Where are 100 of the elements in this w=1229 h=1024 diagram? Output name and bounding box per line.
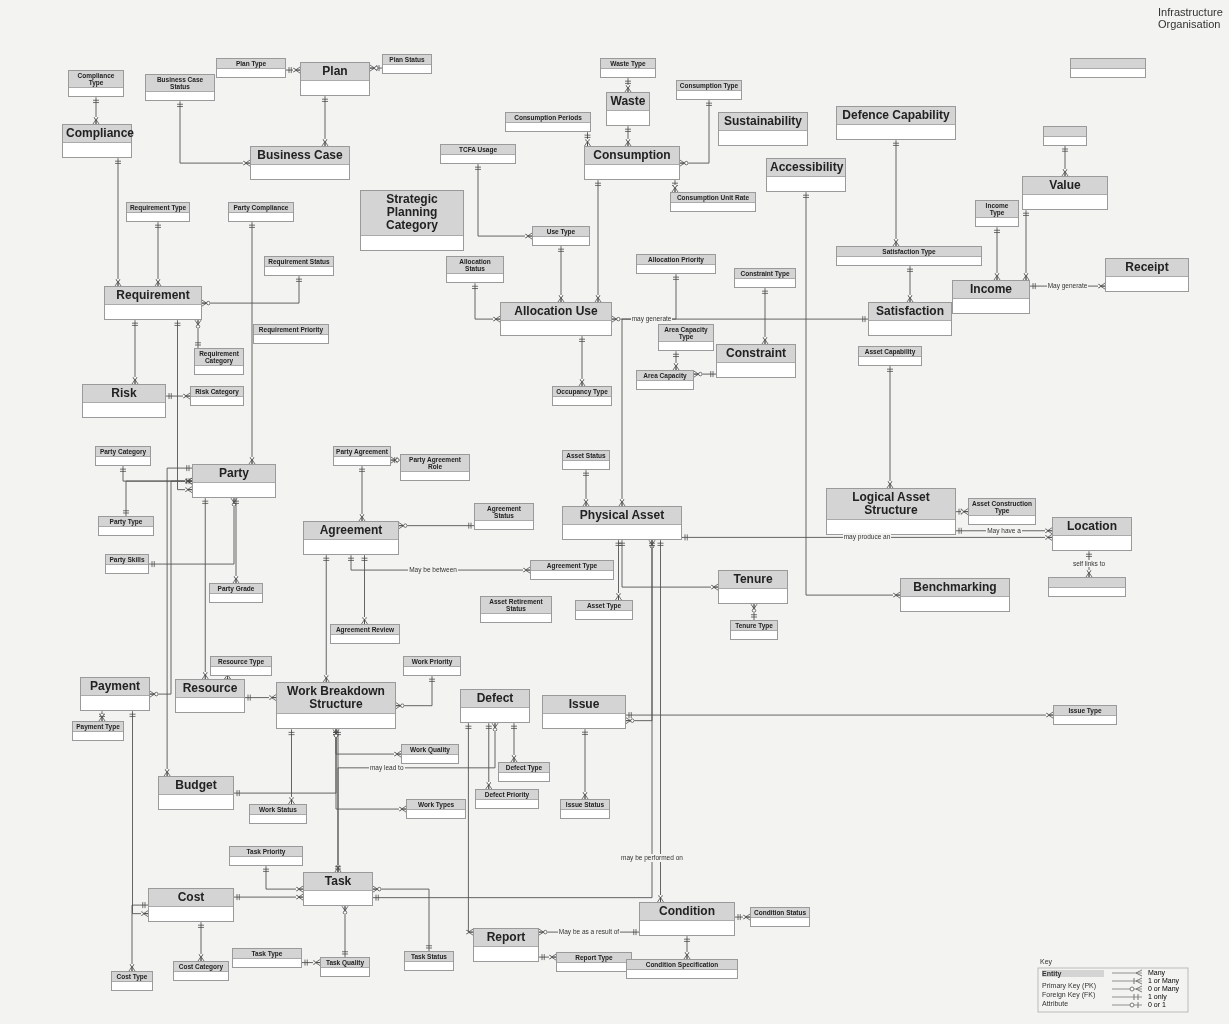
lookup-entity-box xyxy=(626,959,738,980)
entity-box xyxy=(562,506,682,541)
entity-name: Constraint xyxy=(717,345,795,364)
entity-name: Agreement xyxy=(304,522,398,541)
lookup-entity-box xyxy=(1053,705,1117,726)
lookup-entity-box xyxy=(975,200,1019,228)
entity-name: Requirement xyxy=(105,287,201,306)
entity-box xyxy=(836,106,956,141)
entity-box xyxy=(868,302,952,337)
entity-box xyxy=(360,190,464,251)
lookup-entity-box xyxy=(401,744,459,765)
lookup-entity-box xyxy=(858,346,922,367)
lookup-entity-box xyxy=(403,656,461,677)
title-label: Infrastructure Organisation xyxy=(1158,6,1224,30)
entity-box xyxy=(300,62,370,97)
lookup-entity-box xyxy=(556,952,632,973)
lookup-entity-box xyxy=(676,80,742,101)
entity-name: Resource xyxy=(176,680,244,699)
entity-box xyxy=(1022,176,1108,211)
entity-name: Location xyxy=(1053,518,1131,537)
lookup-entity-box xyxy=(1043,126,1087,146)
entity-name: Waste xyxy=(607,93,649,112)
lookup-entity-box xyxy=(111,971,153,992)
lookup-entity-box xyxy=(126,202,190,223)
lookup-entity-box xyxy=(600,58,656,79)
entity-box xyxy=(82,384,166,419)
lookup-entity-box xyxy=(575,600,633,621)
entity-box xyxy=(175,679,245,714)
entity-box xyxy=(148,888,234,923)
entity-box xyxy=(584,146,680,181)
entity-name: Satisfaction xyxy=(869,303,951,322)
lookup-entity-box xyxy=(404,951,454,972)
entity-box xyxy=(952,280,1030,315)
lookup-entity-box xyxy=(730,620,778,641)
lookup-entity-box xyxy=(734,268,796,289)
lookup-entity-box xyxy=(253,324,329,345)
lookup-entity-box xyxy=(68,70,124,98)
entity-box xyxy=(500,302,612,337)
entity-name: Allocation Use xyxy=(501,303,611,322)
lookup-entity-box xyxy=(750,907,810,928)
lookup-entity-box xyxy=(228,202,294,223)
entity-box xyxy=(104,286,202,321)
lookup-entity-box xyxy=(446,256,504,284)
entity-box xyxy=(718,570,788,605)
entity-name: Party xyxy=(193,465,275,484)
entity-box xyxy=(80,677,150,712)
lookup-entity-box xyxy=(229,846,303,867)
entity-box xyxy=(766,158,846,193)
entity-name: Work Breakdown Structure xyxy=(277,683,395,715)
entity-box xyxy=(716,344,796,379)
lookup-entity-box xyxy=(636,370,694,391)
entity-name: Defect xyxy=(461,690,529,709)
lookup-entity-box xyxy=(330,624,400,645)
lookup-entity-box xyxy=(173,961,229,982)
entity-box xyxy=(1052,517,1132,552)
entity-name: Strategic Planning Category xyxy=(361,191,463,236)
lookup-entity-box xyxy=(216,58,286,79)
entity-name: Income xyxy=(953,281,1029,300)
entity-name: Cost xyxy=(149,889,233,908)
entity-box xyxy=(542,695,626,730)
entity-box xyxy=(303,521,399,556)
lookup-entity-box xyxy=(400,454,470,482)
lookup-entity-box xyxy=(560,799,610,820)
entity-box xyxy=(192,464,276,499)
entity-box xyxy=(62,124,132,159)
entity-name: Value xyxy=(1023,177,1107,196)
lookup-entity-box xyxy=(232,948,302,969)
lookup-entity-box xyxy=(530,560,614,581)
lookup-entity-box xyxy=(552,386,612,407)
lookup-entity-box xyxy=(406,799,466,820)
lookup-entity-box xyxy=(145,74,215,102)
entity-name: Receipt xyxy=(1106,259,1188,278)
entity-box xyxy=(303,872,373,907)
lookup-entity-box xyxy=(968,498,1036,526)
lookup-entity-box xyxy=(194,348,244,376)
lookup-entity-box xyxy=(249,804,307,825)
entity-name: Sustainability xyxy=(719,113,807,132)
entity-box xyxy=(900,578,1010,613)
lookup-entity-box xyxy=(475,789,539,810)
entity-name: Physical Asset xyxy=(563,507,681,526)
entity-name: Accessibility xyxy=(767,159,845,178)
lookup-entity-box xyxy=(320,957,370,978)
entity-name: Benchmarking xyxy=(901,579,1009,598)
lookup-entity-box xyxy=(98,516,154,537)
entity-name: Issue xyxy=(543,696,625,715)
entity-box xyxy=(473,928,539,963)
lookup-entity-box xyxy=(532,226,590,247)
lookup-entity-box xyxy=(264,256,334,277)
lookup-entity-box xyxy=(658,324,714,352)
lookup-entity-box xyxy=(562,450,610,471)
lookup-entity-box xyxy=(210,656,272,677)
entity-box xyxy=(718,112,808,147)
lookup-entity-box xyxy=(480,596,552,624)
lookup-entity-box xyxy=(505,112,591,133)
lookup-entity-box xyxy=(498,762,550,783)
lookup-entity-box xyxy=(190,386,244,407)
entity-name: Task xyxy=(304,873,372,892)
lookup-entity-box xyxy=(440,144,516,165)
entity-name: Tenure xyxy=(719,571,787,590)
entity-name: Business Case xyxy=(251,147,349,166)
